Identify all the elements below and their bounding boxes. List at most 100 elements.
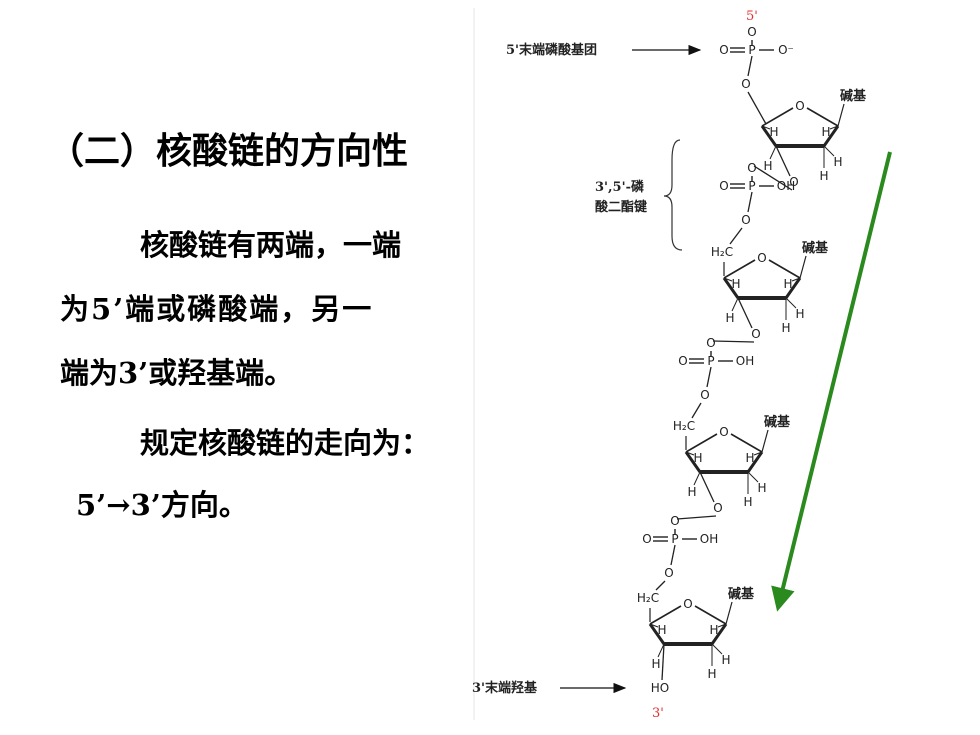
hydrogen-atom: H — [707, 667, 716, 681]
bond — [747, 91, 767, 125]
bond — [649, 623, 659, 628]
hydrogen-atom: H — [725, 311, 734, 325]
bond — [723, 277, 733, 282]
phosphorus-atom: P — [671, 532, 678, 546]
ring-bond-bold — [710, 623, 728, 645]
bond — [731, 297, 739, 312]
base-bond — [725, 601, 733, 625]
phosphodiester-label-line2: 酸二酯键 — [595, 199, 647, 215]
ring-bond-bold — [648, 623, 666, 645]
bond — [737, 297, 753, 329]
bond — [753, 165, 793, 191]
base-bond — [761, 429, 769, 453]
bond — [769, 145, 777, 160]
phosphate-5-end-label: 5'末端磷酸基团 — [506, 42, 597, 58]
hydrogen-atom: H — [721, 653, 730, 667]
bond — [747, 55, 753, 77]
oxygen-atom: O — [747, 161, 756, 175]
phosphodiester-label-line1: 3',5'-磷 — [595, 179, 645, 195]
bond — [670, 544, 676, 566]
phosphorus-atom: P — [707, 354, 714, 368]
ring-oxygen: O — [719, 425, 728, 439]
ring-bond-bold — [784, 277, 802, 299]
hydrogen-atom: H — [833, 155, 842, 169]
ring-oxygen: O — [757, 251, 766, 265]
ester-oxygen: O — [700, 388, 709, 402]
ring-oxygen: O — [795, 99, 804, 113]
ester-oxygen: O — [664, 566, 673, 580]
ring-bond-bold — [684, 451, 702, 473]
paragraph-line-2: 为5’端或磷酸端，另一 — [60, 292, 374, 326]
ester-oxygen: O — [789, 175, 798, 189]
ester-oxygen: O — [741, 77, 750, 91]
ring-bond — [761, 107, 794, 127]
oxygen-atom: O — [719, 179, 728, 193]
direction-arrow — [771, 151, 892, 612]
hydrogen-atom: H — [819, 169, 828, 183]
ester-oxygen: O — [713, 501, 722, 515]
hydrogen-atom: H — [781, 321, 790, 335]
hydrogen-atom: H — [651, 657, 660, 671]
bond — [676, 515, 717, 520]
bond — [711, 643, 723, 655]
bond — [753, 451, 763, 456]
hydrogen-atom: H — [693, 451, 702, 465]
hydrogen-atom: H — [763, 159, 772, 173]
methylene-group: H₂C — [637, 591, 659, 605]
hydrogen-atom: H — [657, 623, 666, 637]
bond — [657, 643, 665, 658]
ester-oxygen: O — [751, 327, 760, 341]
hydrogen-atom: H — [783, 277, 792, 291]
ring-bond-bold — [722, 277, 740, 299]
paragraph-line-1: 核酸链有两端，一端 — [140, 228, 402, 262]
hydrogen-atom: H — [709, 623, 718, 637]
bond — [829, 125, 839, 130]
bond — [691, 402, 702, 419]
base-label: 碱基 — [840, 88, 867, 104]
bond — [693, 471, 701, 486]
bond — [661, 643, 665, 681]
oxygen-atom: O — [670, 514, 679, 528]
paragraph-line-4: 规定核酸链的走向为： — [140, 426, 431, 460]
slide-title: （二）核酸链的方向性 — [48, 131, 409, 172]
methylene-group: H₂C — [673, 419, 695, 433]
hydrogen-atom: H — [769, 125, 778, 139]
bond — [747, 471, 759, 483]
phosphate-hydroxyl: OH — [736, 354, 754, 368]
paragraph-line-5: 5’→3’方向。 — [76, 488, 248, 522]
bond — [761, 125, 771, 130]
phosphorus-atom: P — [748, 179, 755, 193]
five-prime-label: 5' — [746, 9, 758, 24]
base-bond — [837, 103, 845, 127]
base-label: 碱基 — [764, 414, 791, 430]
bond — [747, 191, 753, 213]
bond — [823, 145, 835, 157]
ring-bond-bold — [760, 125, 778, 147]
ring-bond — [730, 433, 763, 453]
bond — [655, 580, 666, 591]
hydrogen-atom: H — [687, 485, 696, 499]
bond — [791, 277, 801, 282]
bond — [706, 366, 712, 388]
bond — [685, 451, 695, 456]
terminal-hydroxyl: HO — [651, 681, 669, 695]
hydrogen-atom: H — [745, 451, 754, 465]
bond — [717, 623, 727, 628]
bond — [699, 471, 715, 503]
ring-bond — [806, 107, 839, 127]
oxygen-atom: O — [642, 532, 651, 546]
phosphorus-atom: P — [748, 43, 755, 57]
ring-bond — [649, 605, 682, 625]
oxygen-atom: O — [719, 43, 728, 57]
methylene-group: H₂C — [711, 245, 733, 259]
ring-oxygen: O — [683, 597, 692, 611]
hydrogen-atom: H — [821, 125, 830, 139]
ring-bond — [723, 259, 756, 279]
ring-bond — [694, 605, 727, 625]
hydrogen-atom: H — [757, 481, 766, 495]
phosphate-hydroxyl: OH — [777, 179, 795, 193]
phosphodiester-brace — [663, 139, 683, 251]
